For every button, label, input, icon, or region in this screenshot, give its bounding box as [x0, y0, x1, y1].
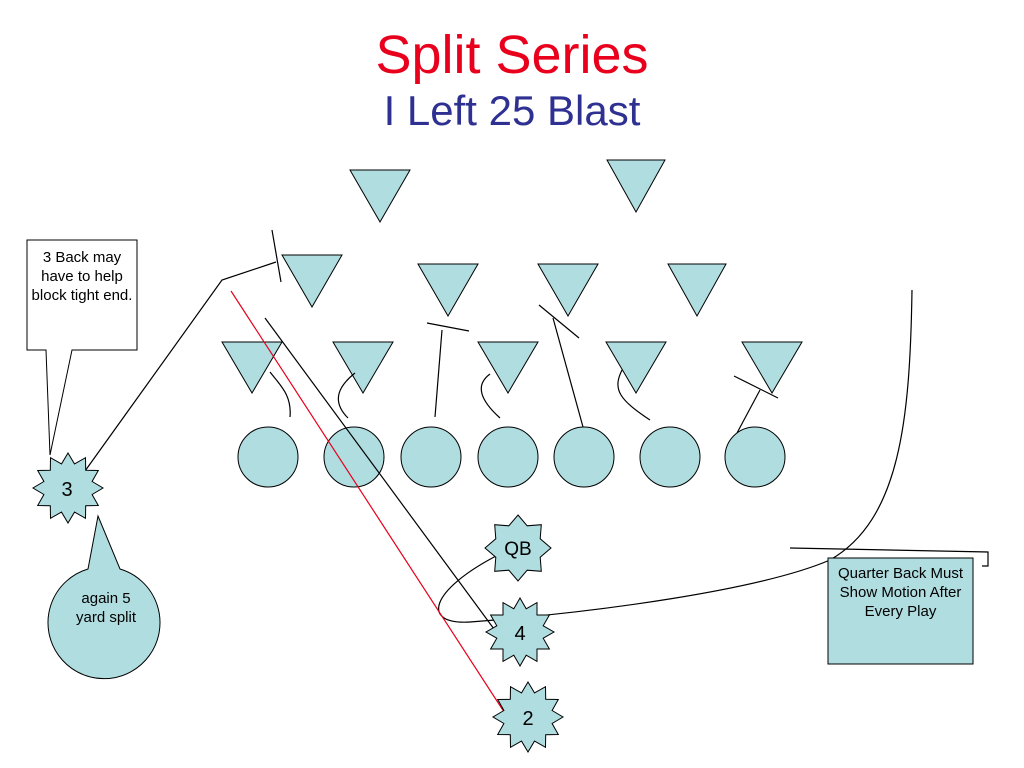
block-stop: [733, 375, 779, 399]
lineman-guard-right: [553, 426, 615, 488]
callout-qb-motion-text: Quarter Back Must Show Motion After Ever…: [837, 565, 964, 620]
backfield: 3 QB 4 2: [32, 452, 564, 753]
block-stop: [426, 322, 470, 332]
blocking-assignments: [79, 229, 989, 630]
defender-lineman-3: [477, 341, 539, 394]
ball-carrier-path: [230, 290, 509, 719]
back-2-star: [492, 681, 564, 753]
offensive-line: [237, 426, 786, 488]
defender-lineman-1: [221, 341, 283, 394]
block-line: [434, 329, 443, 418]
lineman-guard-left: [400, 426, 462, 488]
callouts: [26, 239, 974, 680]
page-title: Split Series: [375, 25, 649, 85]
defender-linebacker-2: [417, 263, 479, 318]
block-line: [736, 389, 761, 434]
defender-linebacker-1: [281, 254, 343, 309]
defender-lineman-5: [741, 341, 803, 394]
defender-linebacker-3: [537, 263, 599, 318]
callout-qb-motion-box: [827, 557, 974, 665]
callout-back-block-box: [26, 239, 138, 456]
back-2-label: 2: [522, 708, 533, 730]
qb-label: QB: [504, 539, 531, 560]
callout-back-block-text: 3 Back may have to help block tight end.: [31, 249, 133, 304]
block-line: [480, 373, 501, 419]
defender-lineman-4: [605, 341, 667, 394]
back-4-path: [264, 317, 495, 630]
defender-linebacker-4: [667, 263, 727, 318]
defense: [221, 159, 803, 394]
qb-callout-pointer: [789, 547, 989, 567]
lineman-center: [477, 426, 539, 488]
block-line: [552, 317, 584, 428]
defender-safety-left: [349, 169, 411, 224]
lineman-tackle-right: [639, 426, 701, 488]
back-3-label: 3: [61, 479, 72, 501]
back-4-star: [484, 596, 556, 668]
back-3-star: [32, 452, 104, 524]
defender-safety-right: [606, 159, 666, 214]
lineman-tackle-left: [323, 426, 385, 488]
play-subtitle: I Left 25 Blast: [383, 87, 641, 134]
back-3-block-path: [79, 261, 277, 479]
back-4-label: 4: [514, 623, 525, 645]
callout-split-text: again 5 yard split: [75, 590, 137, 626]
block-stop: [271, 229, 282, 283]
qb-star: [484, 514, 552, 582]
lineman-tight-end: [237, 426, 299, 488]
lineman-end-right: [724, 426, 786, 488]
callout-split-bubble: [47, 514, 161, 680]
block-stop: [538, 304, 580, 339]
block-line: [269, 371, 291, 418]
block-line: [617, 369, 651, 421]
block-line: [337, 372, 356, 419]
defender-lineman-2: [332, 341, 394, 394]
